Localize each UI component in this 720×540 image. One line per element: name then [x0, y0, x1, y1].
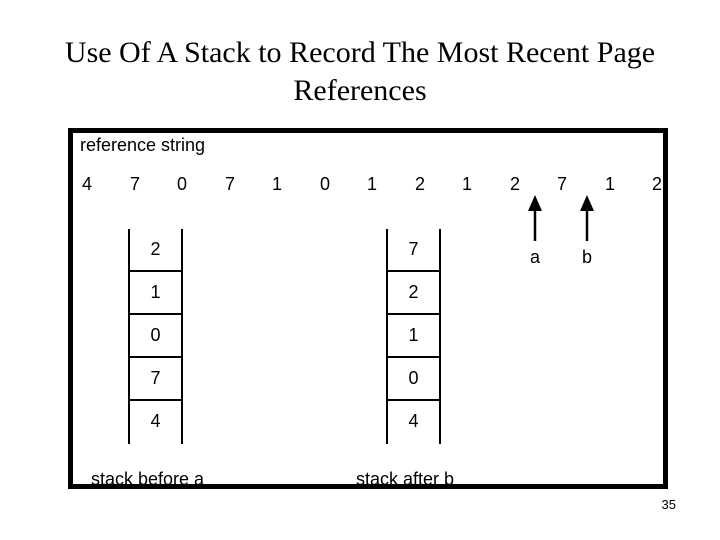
reference-item: 2 [651, 174, 662, 194]
marker-label-b: b [581, 247, 592, 267]
marker-label-a: a [529, 247, 540, 267]
stack-cell: 0 [130, 315, 181, 358]
reference-item: 4 [81, 174, 92, 194]
reference-item: 2 [509, 174, 520, 194]
page-number: 35 [661, 497, 676, 512]
reference-item: 0 [319, 174, 330, 194]
reference-item: 1 [271, 174, 282, 194]
stack-cell: 4 [150, 411, 161, 431]
stack-cell: 0 [388, 358, 439, 401]
stack-before-label: stack before a [91, 469, 205, 489]
reference-string-row: 4 7 0 7 1 0 1 2 1 2 7 1 2 [73, 173, 663, 195]
stack-cell: 4 [408, 411, 419, 431]
slide-title: Use Of A Stack to Record The Most Recent… [64, 36, 656, 107]
stack-before: 2 1 0 7 4 [128, 229, 183, 444]
reference-item: 0 [176, 174, 187, 194]
stack-after-label: stack after b [356, 469, 455, 489]
reference-item: 7 [224, 174, 235, 194]
stack-cell: 1 [130, 272, 181, 315]
reference-item: 1 [461, 174, 472, 194]
reference-string-label: reference string [80, 135, 206, 155]
diagram-frame: reference string 4 7 0 7 1 0 1 2 1 2 7 1… [68, 128, 668, 489]
stack-cell: 7 [130, 358, 181, 401]
reference-item: 1 [366, 174, 377, 194]
reference-item: 2 [414, 174, 425, 194]
stack-cell: 7 [388, 229, 439, 272]
stack-cell: 1 [388, 315, 439, 358]
stack-after: 7 2 1 0 4 [386, 229, 441, 444]
reference-item: 1 [604, 174, 615, 194]
stack-cell: 2 [130, 229, 181, 272]
reference-item: 7 [129, 174, 140, 194]
arrow-up-icon [528, 195, 542, 241]
arrow-up-icon [580, 195, 594, 241]
stack-cell: 2 [388, 272, 439, 315]
reference-item: 7 [556, 174, 567, 194]
